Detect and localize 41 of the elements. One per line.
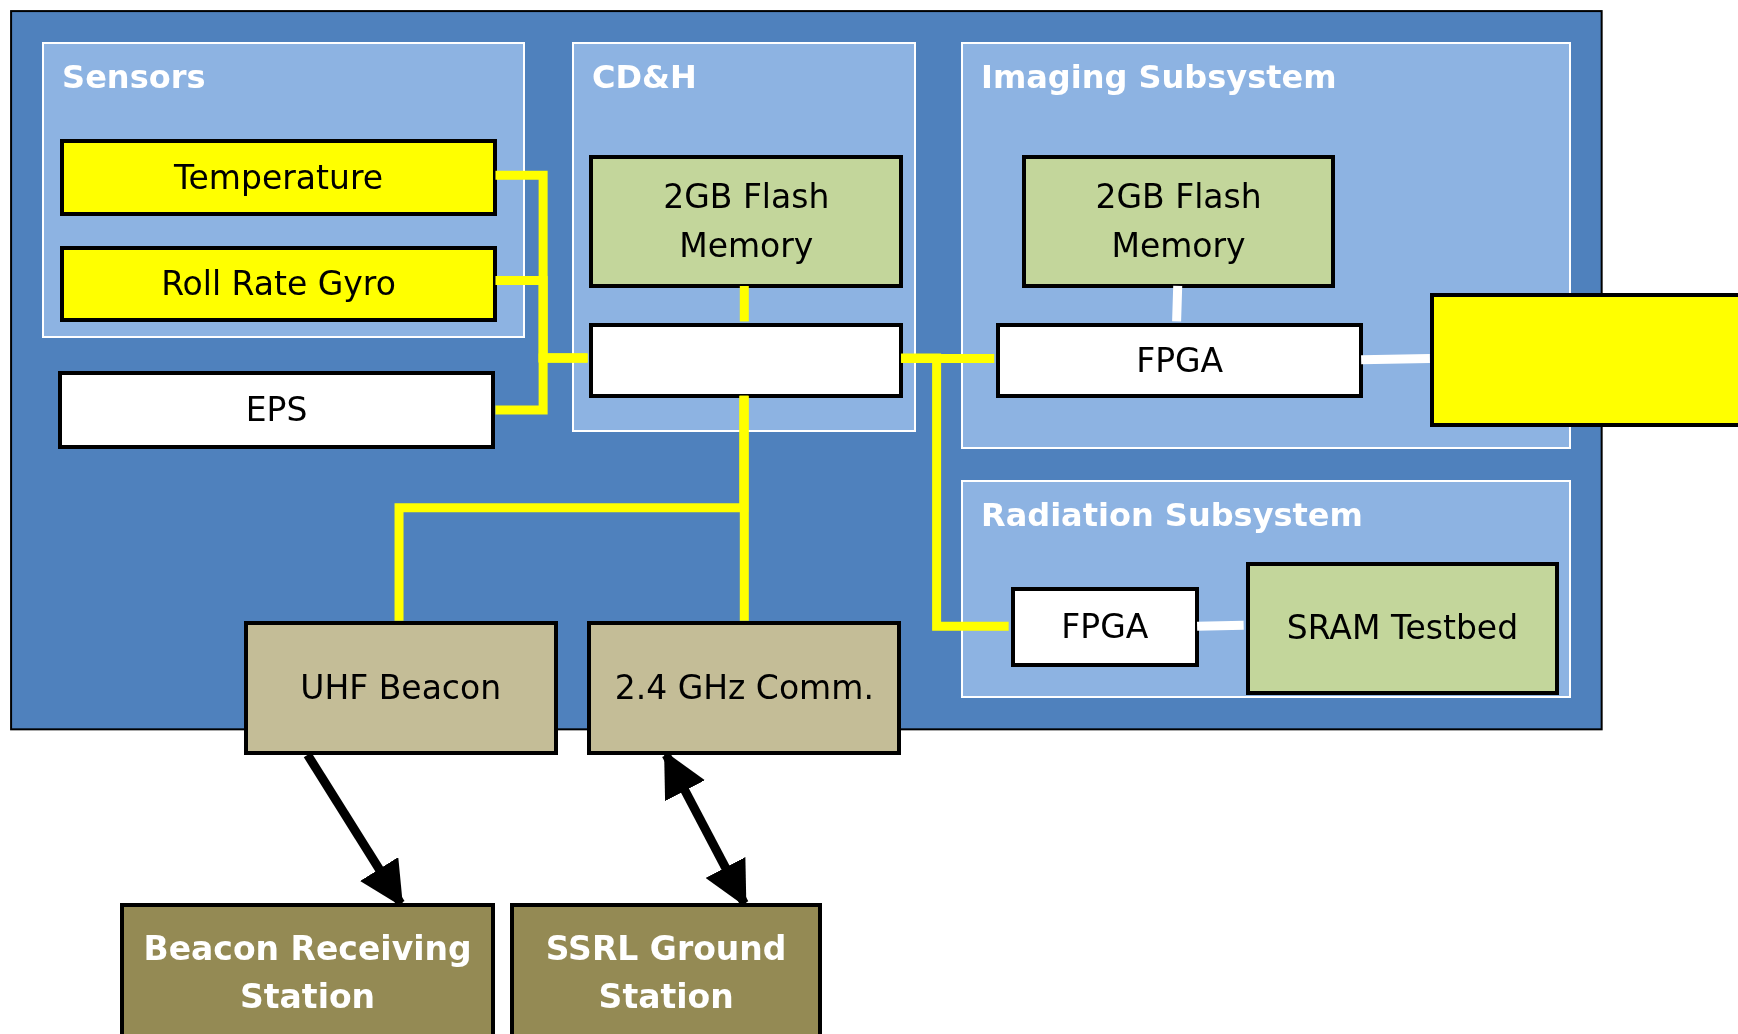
radio-box <box>587 620 902 755</box>
ground-station-box <box>509 903 823 1034</box>
group-heading: CD&H <box>591 58 697 97</box>
component-box <box>996 323 1364 398</box>
box-label: UHF Beacon <box>299 667 503 709</box>
group-heading: Sensors <box>62 58 206 97</box>
sensor-box <box>59 245 498 323</box>
bus-line <box>739 285 749 322</box>
box-label: 2GB Flash Memory <box>662 175 831 268</box>
box-label: Beacon Receiving Station <box>142 927 473 1018</box>
box-label: 2.4 GHz Comm. <box>613 667 875 709</box>
memory-box <box>1021 154 1336 288</box>
memory-box <box>589 154 904 288</box>
box-label: 2GB Flash Memory <box>1094 175 1263 268</box>
box-label: EPS <box>244 389 309 432</box>
box-label: SRAM Testbed <box>1285 607 1520 650</box>
sensor-box <box>59 139 498 216</box>
subsystem-panel <box>571 42 916 433</box>
bus-line <box>495 353 588 415</box>
sensor-box <box>1429 292 1738 427</box>
box-label: Roll Rate Gyro <box>160 263 397 306</box>
box-label: Temperature <box>173 156 385 199</box>
component-box <box>1010 587 1200 668</box>
bus-line <box>1172 285 1183 322</box>
bus-line <box>901 353 1009 631</box>
subsystem-panel <box>961 42 1571 449</box>
group-heading: Imaging Subsystem <box>981 58 1337 97</box>
bus-line <box>1361 354 1430 365</box>
box-label: FPGA <box>1060 606 1150 649</box>
component-box <box>57 371 496 449</box>
group-heading: Radiation Subsystem <box>981 495 1363 534</box>
radio-box <box>243 620 558 755</box>
bus-line <box>739 395 749 621</box>
ground-station-box <box>119 903 496 1034</box>
memory-box <box>1245 561 1560 695</box>
bus-line <box>1197 620 1244 631</box>
component-box <box>589 323 904 398</box>
box-label: FPGA <box>1135 339 1225 382</box>
box-label: SSRL Ground Station <box>544 927 788 1018</box>
subsystem-panel <box>42 42 526 339</box>
subsystem-panel <box>961 479 1571 699</box>
